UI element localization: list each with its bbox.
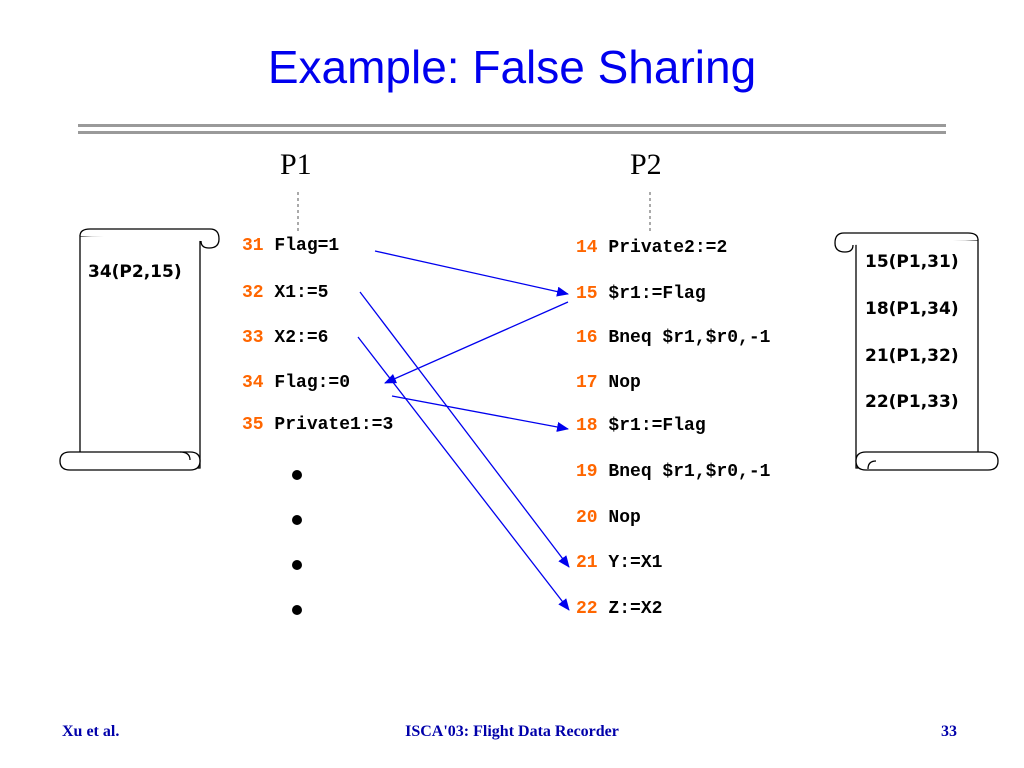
instruction: X1:=5 <box>274 283 329 303</box>
p2-code-line: 18 $r1:=Flag <box>576 416 706 436</box>
line-number: 31 <box>242 236 264 256</box>
ellipsis-bullet <box>292 470 302 480</box>
p2-code-line: 20 Nop <box>576 508 641 528</box>
instruction: Private2:=2 <box>608 238 728 258</box>
line-number: 15 <box>576 284 598 304</box>
instruction: Private1:=3 <box>274 415 394 435</box>
p2-log-entry: 22(P1,33) <box>865 392 959 412</box>
instruction: Z:=X2 <box>608 599 663 619</box>
arrow-32-to-21 <box>359 291 570 568</box>
p1-log-scroll <box>59 228 220 471</box>
title-rule-top <box>78 124 946 127</box>
instruction: Flag:=0 <box>274 373 351 393</box>
line-number: 34 <box>242 373 264 393</box>
line-number: 20 <box>576 508 598 528</box>
ellipsis-bullet <box>292 560 302 570</box>
p1-code-line: 32 X1:=5 <box>242 283 328 303</box>
line-number: 16 <box>576 328 598 348</box>
p2-code-line: 15 $r1:=Flag <box>576 284 706 304</box>
p2-log-scroll <box>834 232 999 471</box>
p1-code-line: 31 Flag=1 <box>242 236 339 256</box>
p2-label: P2 <box>630 148 662 181</box>
p2-code-line: 16 Bneq $r1,$r0,-1 <box>576 328 770 348</box>
title-rule-bottom <box>78 131 946 134</box>
instruction: Bneq $r1,$r0,-1 <box>608 462 771 482</box>
arrow-15-to-34 <box>384 301 569 384</box>
arrow-31-to-15 <box>374 250 569 297</box>
instruction: Y:=X1 <box>608 553 663 573</box>
line-number: 18 <box>576 416 598 436</box>
line-number: 32 <box>242 283 264 303</box>
instruction: $r1:=Flag <box>608 284 706 304</box>
footer-author: Xu et al. <box>62 723 120 740</box>
line-number: 33 <box>242 328 264 348</box>
arrow-33-to-22 <box>357 336 570 611</box>
line-number: 22 <box>576 599 598 619</box>
p2-code-line: 22 Z:=X2 <box>576 599 662 619</box>
instruction: Nop <box>608 373 641 393</box>
slide-title: Example: False Sharing <box>267 41 757 93</box>
p1-label: P1 <box>280 148 312 181</box>
arrow-34-to-18 <box>391 395 569 432</box>
p1-code-line: 34 Flag:=0 <box>242 373 350 393</box>
p2-code-line: 17 Nop <box>576 373 641 393</box>
instruction: $r1:=Flag <box>608 416 706 436</box>
ellipsis-bullet <box>292 605 302 615</box>
p2-log-entry: 15(P1,31) <box>865 252 959 272</box>
line-number: 19 <box>576 462 598 482</box>
p1-code-line: 33 X2:=6 <box>242 328 328 348</box>
p2-code-line: 19 Bneq $r1,$r0,-1 <box>576 462 770 482</box>
line-number: 14 <box>576 238 598 258</box>
p1-code-line: 35 Private1:=3 <box>242 415 393 435</box>
ellipsis-bullet <box>292 515 302 525</box>
p2-code-line: 14 Private2:=2 <box>576 238 727 258</box>
p2-log-entry: 18(P1,34) <box>865 299 959 319</box>
p2-code-line: 21 Y:=X1 <box>576 553 662 573</box>
instruction: X2:=6 <box>274 328 329 348</box>
p1-log-entry: 34(P2,15) <box>88 262 182 282</box>
line-number: 17 <box>576 373 598 393</box>
instruction: Flag=1 <box>274 236 340 256</box>
footer-page-number: 33 <box>941 723 957 740</box>
instruction: Bneq $r1,$r0,-1 <box>608 328 771 348</box>
footer-venue: ISCA'03: Flight Data Recorder <box>405 723 619 740</box>
line-number: 21 <box>576 553 598 573</box>
line-number: 35 <box>242 415 264 435</box>
p2-log-entry: 21(P1,32) <box>865 346 959 366</box>
instruction: Nop <box>608 508 641 528</box>
